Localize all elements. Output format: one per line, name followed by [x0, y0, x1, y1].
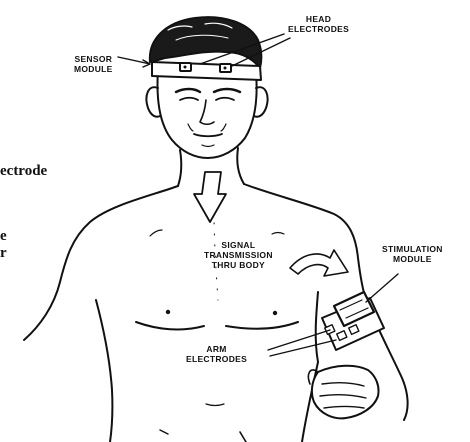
- nose: [200, 100, 214, 124]
- head-outline: [158, 70, 257, 158]
- label-head-electrodes: HEAD ELECTRODES: [288, 14, 349, 34]
- right-nipple: [273, 311, 277, 315]
- leader-arm-electrodes-1: [268, 330, 330, 350]
- left-torso: [96, 300, 112, 442]
- neck-right: [237, 148, 244, 184]
- right-pec: [226, 322, 298, 329]
- side-text-line-3: r: [0, 244, 7, 262]
- label-stimulation-module: STIMULATION MODULE: [382, 244, 443, 264]
- neck-left: [178, 150, 181, 186]
- label-arm-electrodes: ARM ELECTRODES: [186, 344, 247, 364]
- left-nipple: [166, 310, 170, 314]
- left-pec: [136, 322, 204, 329]
- mouth: [194, 134, 222, 136]
- side-text-line-1: ectrode: [0, 162, 47, 180]
- leader-stimulation-module: [366, 274, 398, 302]
- signal-arrow-down: [194, 172, 226, 222]
- right-arm-inner: [316, 292, 318, 362]
- left-eye: [180, 98, 198, 100]
- leader-arm-electrodes-2: [270, 340, 336, 356]
- right-eye: [216, 98, 234, 100]
- label-signal-transmission: SIGNAL TRANSMISSION THRU BODY: [204, 240, 273, 270]
- side-text-line-2: e: [0, 227, 7, 245]
- headband: [152, 62, 261, 80]
- label-sensor-module: SENSOR MODULE: [74, 54, 113, 74]
- left-eyebrow: [176, 89, 200, 92]
- fist: [312, 366, 379, 419]
- right-eyebrow: [214, 89, 240, 92]
- signal-arrow-curved: [290, 250, 348, 276]
